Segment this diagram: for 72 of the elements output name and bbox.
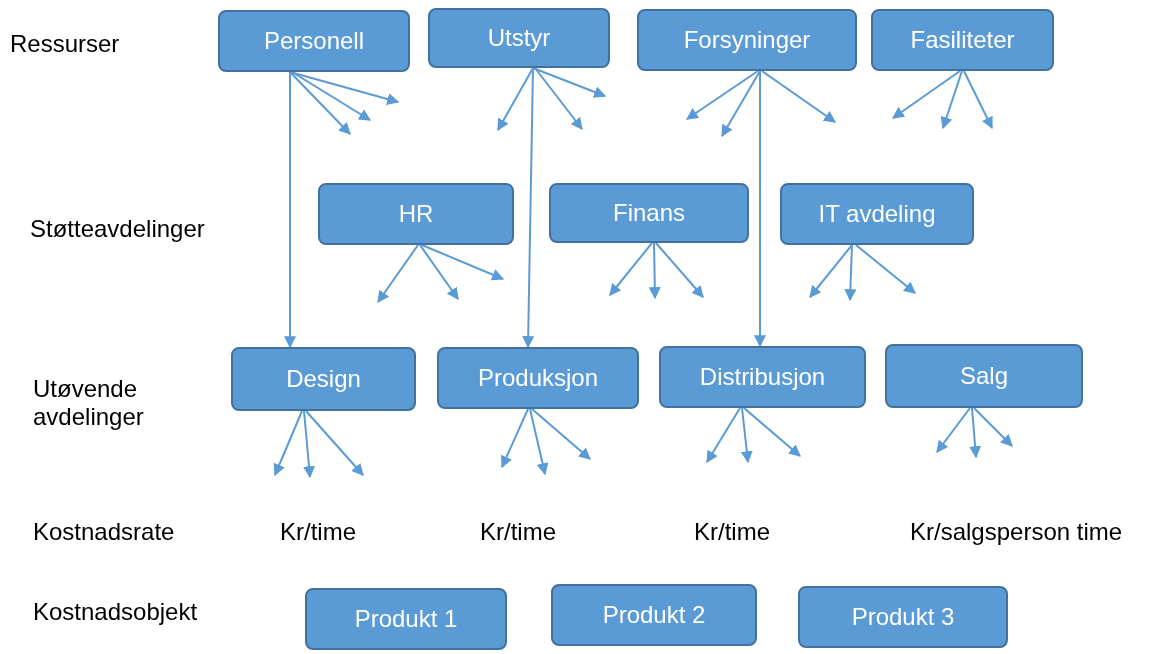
node-label: Fasiliteter (910, 26, 1015, 54)
node-label: Produkt 1 (354, 605, 458, 633)
node-label: Produkt 2 (602, 601, 706, 629)
arrow (706, 407, 741, 463)
rate-label: Kr/time (480, 518, 556, 546)
arrow (531, 408, 591, 460)
node-label: Produksjon (477, 364, 599, 392)
row-label: Ressurser (10, 30, 120, 58)
rate-label: Kr/salgsperson time (910, 518, 1123, 546)
process-box (437, 347, 639, 409)
arrow (761, 70, 836, 123)
arrow (609, 242, 653, 296)
arrow (740, 407, 753, 464)
process-box (659, 346, 866, 408)
arrow (809, 244, 853, 298)
arrow (721, 70, 761, 138)
arrow (522, 67, 535, 349)
arrow (892, 70, 961, 119)
process-box (318, 183, 514, 245)
arrow (419, 244, 459, 300)
arrow (500, 408, 529, 469)
arrow (969, 407, 982, 459)
arrow (289, 71, 351, 135)
node-label: IT avdeling (818, 200, 936, 228)
process-box (885, 344, 1083, 408)
process-box (218, 10, 410, 72)
node-label: Design (286, 365, 361, 393)
arrow (743, 407, 801, 457)
process-box (798, 586, 1008, 648)
node-label: Distribusjon (699, 363, 826, 391)
arrow (686, 70, 759, 120)
node-label: Salg (959, 362, 1008, 390)
row-label: Kostnadsrate (33, 518, 175, 546)
arrow (532, 67, 607, 98)
arrow (377, 244, 419, 303)
arrow (936, 407, 971, 453)
process-box (305, 588, 507, 650)
process-box (551, 584, 757, 646)
node-label: Produkt 3 (851, 603, 955, 631)
arrow (973, 407, 1013, 447)
node-label: Forsyninger (683, 26, 811, 54)
rate-label: Kr/time (280, 518, 356, 546)
arrow (940, 70, 963, 130)
arrow (305, 410, 364, 476)
process-box (637, 9, 857, 71)
row-label: Kostnadsobjekt (33, 598, 198, 626)
rate-label: Kr/time (694, 518, 770, 546)
node-label: Finans (612, 199, 685, 227)
arrow (284, 71, 296, 349)
arrow (303, 410, 315, 479)
arrow (497, 67, 534, 132)
row-label: Utøvende avdelinger (33, 375, 145, 431)
row-label: Støtteavdelinger (30, 215, 205, 243)
process-box (231, 347, 416, 411)
arrow (291, 71, 371, 121)
arrow (648, 242, 661, 300)
arrow (529, 408, 549, 476)
node-label: Utstyr (487, 24, 551, 52)
arrow (754, 70, 766, 348)
arrow (963, 70, 993, 130)
process-box (549, 183, 749, 243)
process-box (871, 9, 1054, 71)
arrow (273, 410, 303, 477)
process-box (780, 183, 974, 245)
node-label: HR (398, 200, 434, 228)
process-box (428, 8, 610, 68)
node-label: Personell (263, 27, 365, 55)
arrow (844, 244, 857, 302)
arrow (421, 244, 505, 281)
arrow (655, 242, 704, 298)
arrow (534, 67, 583, 130)
arrow (855, 244, 916, 294)
